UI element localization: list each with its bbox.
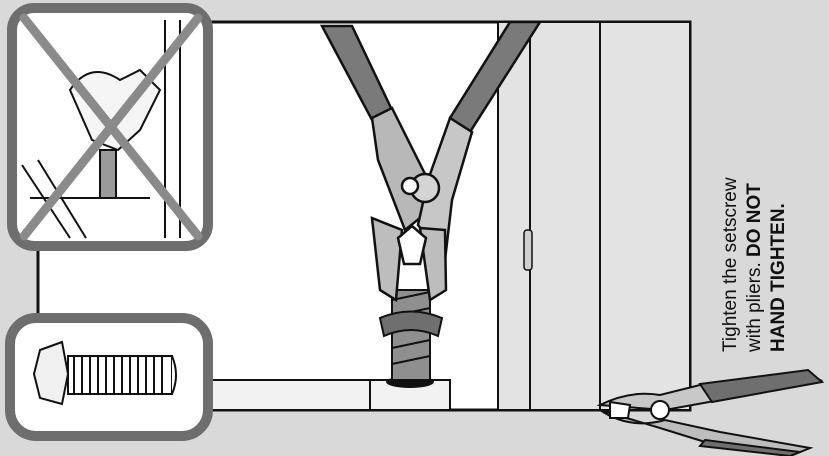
caption-line-2: with pliers. DO NOT	[743, 52, 767, 352]
caption-warning-hand-tighten: HAND TIGHTEN.	[767, 52, 791, 352]
caption-line-2-text: with pliers.	[744, 257, 765, 352]
caption-line-1: Tighten the setscrew	[719, 52, 743, 352]
caption-warning-do-not: DO NOT	[744, 183, 765, 257]
instruction-caption: Tighten the setscrew with pliers. DO NOT…	[719, 52, 791, 352]
